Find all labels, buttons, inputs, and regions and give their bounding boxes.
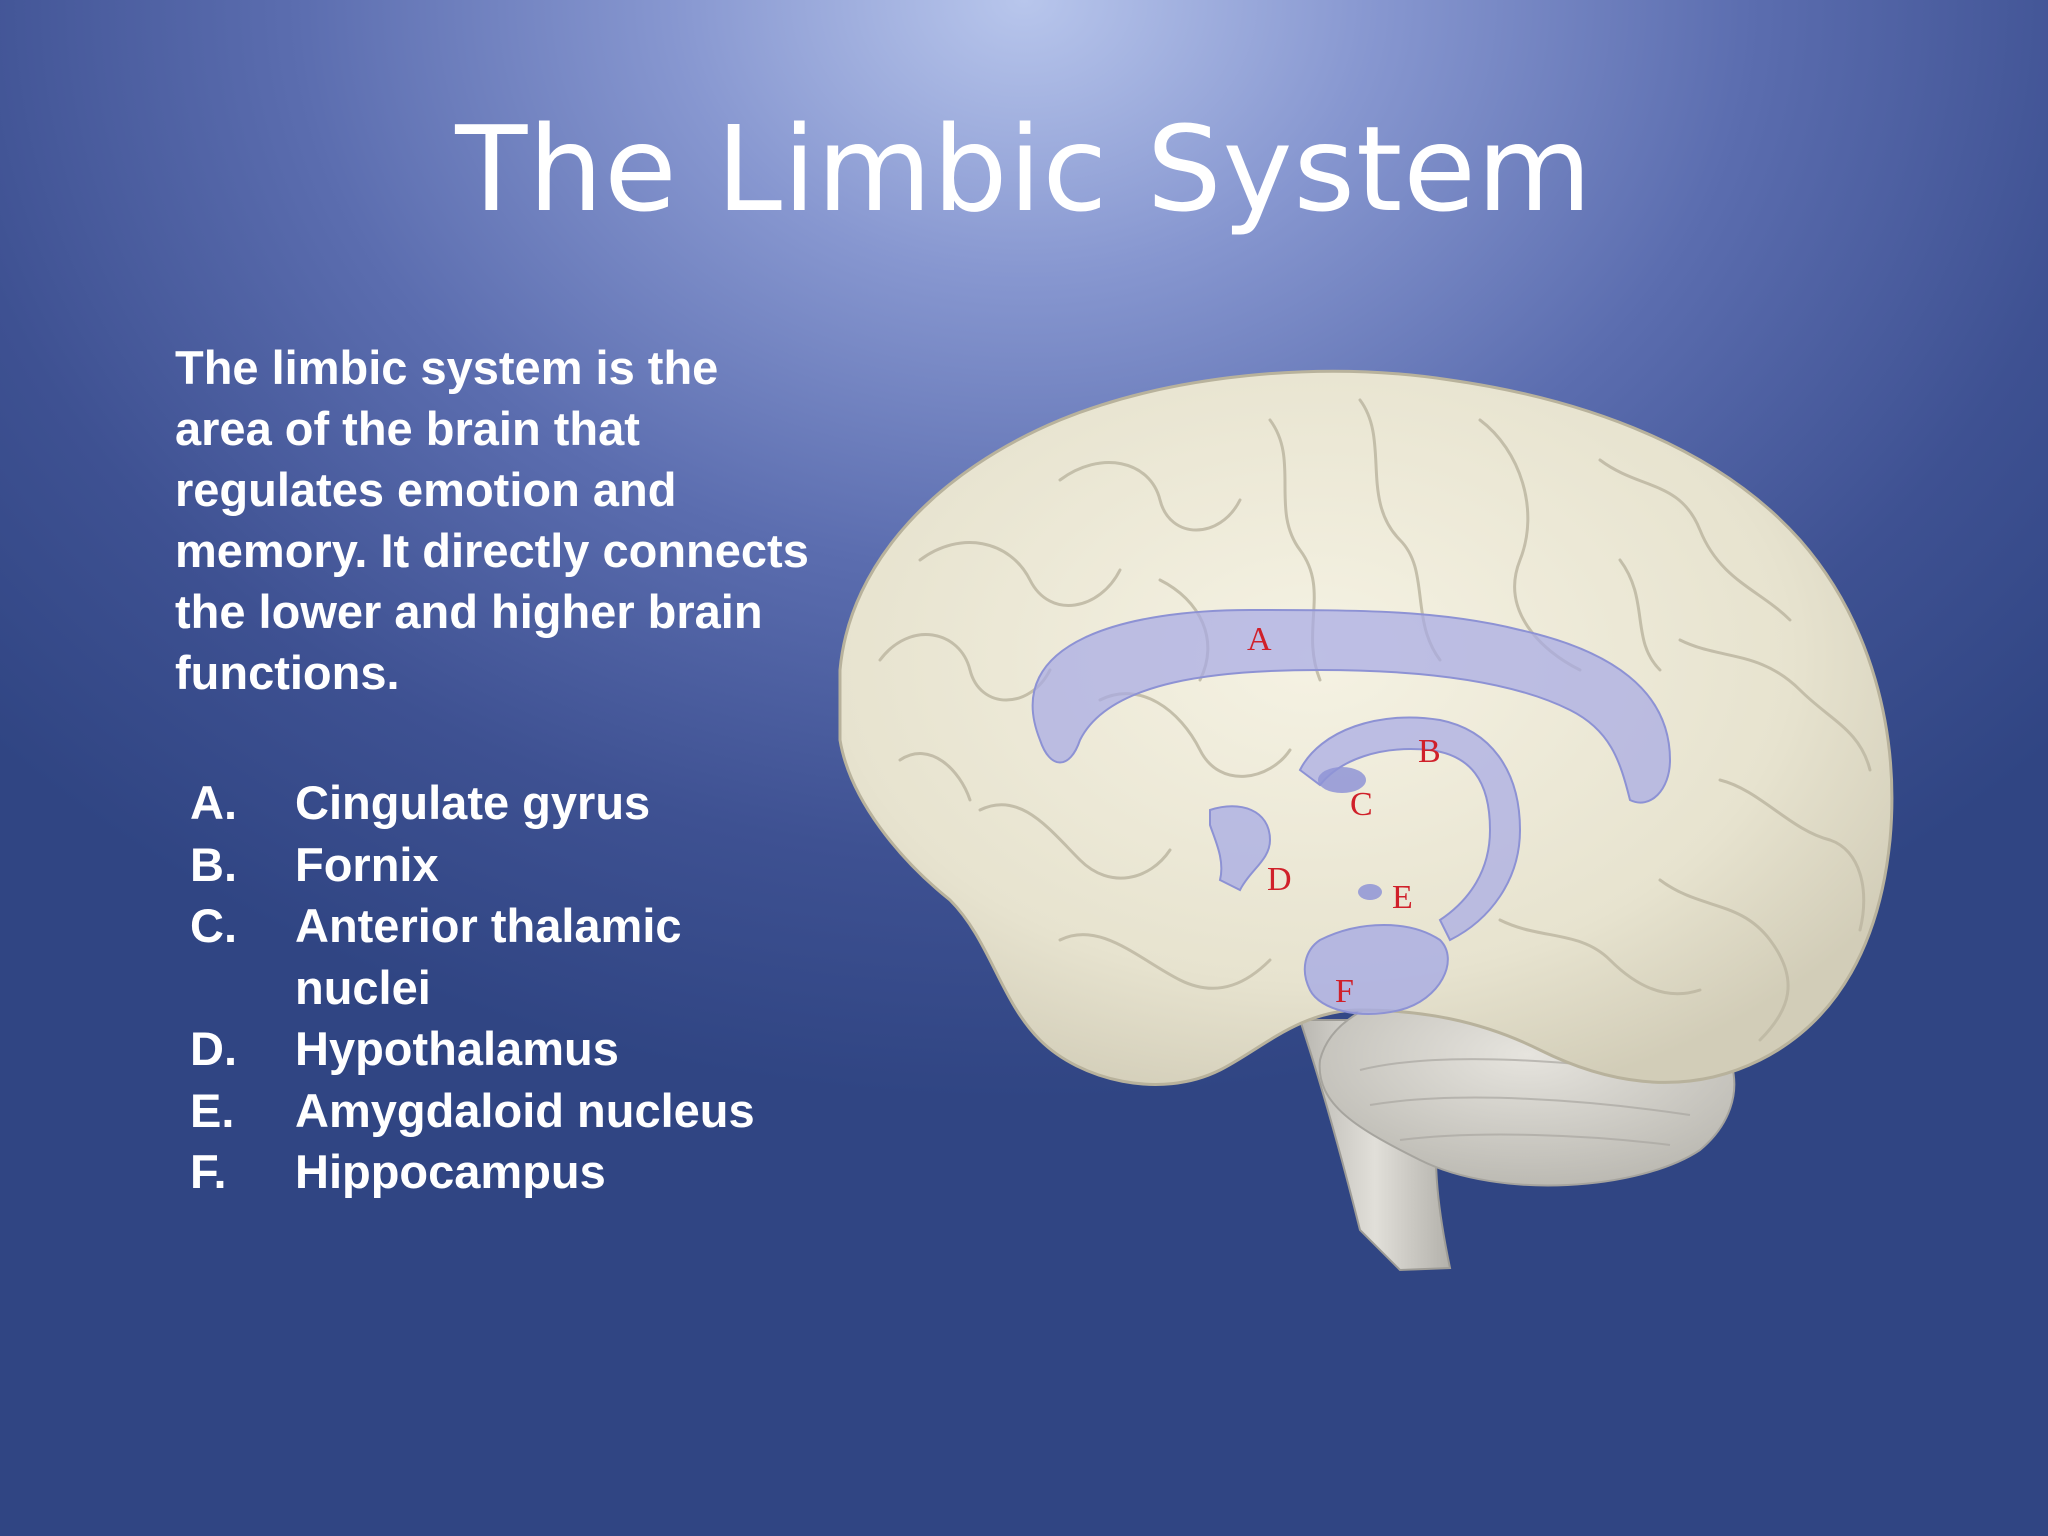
hippocampus-region	[1303, 924, 1449, 1015]
label-b: B	[1418, 733, 1441, 770]
list-item-name: Hippocampus	[295, 1145, 606, 1198]
list-item: B. Fornix	[190, 834, 810, 896]
list-item-name: Cingulate gyrus	[295, 776, 651, 829]
label-e: E	[1392, 879, 1413, 916]
list-item-name: Fornix	[295, 837, 439, 891]
amygdaloid-nucleus-region	[1358, 884, 1382, 900]
label-a: A	[1247, 621, 1272, 658]
list-item-letter: D.	[190, 1022, 237, 1075]
brain-diagram: A B C D E F	[838, 369, 1894, 1272]
hypothalamus-region	[1209, 805, 1272, 892]
label-f: F	[1335, 973, 1354, 1010]
list-item: E. Amygdaloid nucleus	[190, 1080, 810, 1142]
list-item-letter: F.	[190, 1145, 227, 1198]
fornix-region	[1298, 716, 1522, 942]
list-item: F. Hippocampus	[190, 1141, 810, 1203]
label-d: D	[1267, 861, 1292, 898]
list-item-letter: B.	[190, 837, 237, 891]
list-item-letter: A.	[190, 776, 237, 829]
list-item-name: Amygdaloid nucleus	[295, 1083, 755, 1137]
list-item: A. Cingulate gyrus	[190, 772, 810, 834]
cingulate-gyrus-region	[1031, 608, 1672, 804]
list-item: C. Anterior thalamic nuclei	[190, 895, 810, 1018]
intro-paragraph: The limbic system is the area of the bra…	[175, 341, 809, 699]
list-item-letter: C.	[190, 899, 237, 952]
limbic-parts-list: A. Cingulate gyrus B. Fornix C. Anterior…	[190, 772, 810, 1203]
list-item-letter: E.	[190, 1083, 235, 1137]
slide-title: The Limbic System	[455, 100, 1593, 238]
list-item-name: Hypothalamus	[295, 1022, 619, 1075]
anterior-thalamic-nuclei-region	[1318, 767, 1366, 793]
label-c: C	[1350, 786, 1373, 823]
list-item: D. Hypothalamus	[190, 1018, 810, 1080]
list-item-name: Anterior thalamic nuclei	[295, 899, 682, 1014]
